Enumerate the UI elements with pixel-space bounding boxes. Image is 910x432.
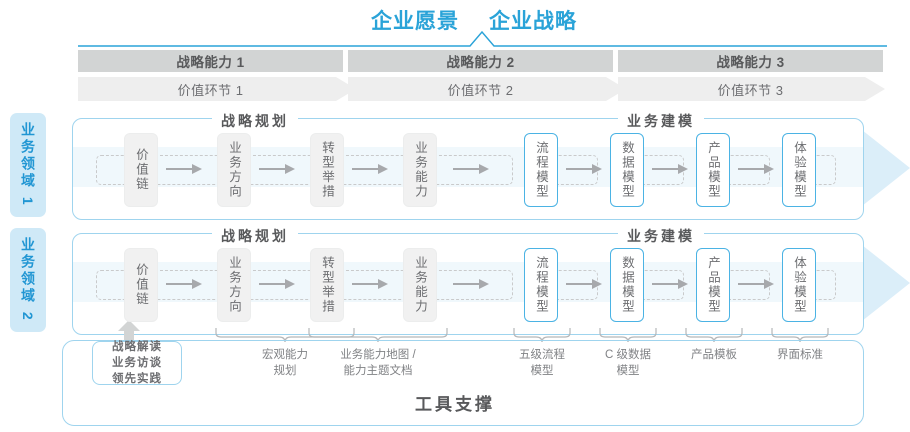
row-1-flow-arrow-3 [352,164,388,174]
deliverable-process-line-2: 模型 [530,364,554,377]
bracket-data-model [599,328,657,342]
vision-strategy-connector-line [78,30,887,47]
row-1-node-data-model[interactable]: 数据模型 [610,133,644,207]
row-2-modeling-caption: 业务建模 [618,226,704,246]
row-1-node-product-model[interactable]: 产品模型 [696,133,730,207]
deliverable-product-line-1: 产品模板 [691,349,737,361]
deliverable-ui-line-1: 界面标准 [777,349,823,361]
row-2-node-value-chain-label: 价值链 [134,263,148,307]
deliverable-label-process-model: 五级流程 模型 [492,348,592,379]
row-2-flow-arrow-6 [652,279,688,289]
value-chain-chevrons [78,77,885,101]
row-2-node-process-model-label: 流程模型 [534,256,548,314]
row-2-node-product-model[interactable]: 产品模型 [696,248,730,322]
capability-bar-1: 战略能力 1 [78,50,343,72]
value-chain-label-1: 价值环节 1 [177,82,244,98]
row-2-node-transformation-measures-label: 转型举措 [320,256,334,314]
row-2-flow-arrow-5 [566,279,602,289]
bracket-ui-standard [771,328,829,342]
row-1-planning-caption: 战略规划 [212,111,298,131]
bracket-product-template [685,328,743,342]
row-1-node-experience-model[interactable]: 体验模型 [782,133,816,207]
deliverable-macro-line-2: 规划 [273,364,297,377]
bracket-process-model [513,328,571,342]
row-1-node-transformation-measures-label: 转型举措 [320,141,334,199]
row-1-flow-arrow-4 [453,164,489,174]
deliverable-input-line-2: 业务访谈 [112,356,162,369]
bracket-capability-map [308,328,448,342]
row-2-node-data-model-label: 数据模型 [620,256,634,314]
row-1-node-product-model-label: 产品模型 [706,141,720,199]
row-2-node-experience-model-label: 体验模型 [792,256,806,314]
row-1-node-data-model-label: 数据模型 [620,141,634,199]
row-2-flow-arrow-1 [166,279,202,289]
deliverable-label-macro-capability: 宏观能力 规划 [225,348,345,379]
row-1-flow-arrow-5 [566,164,602,174]
deliverable-input-line-1: 战略解读 [112,340,162,353]
row-2-node-data-model[interactable]: 数据模型 [610,248,644,322]
row-2-planning-caption: 战略规划 [212,226,298,246]
business-domain-tab-1-label: 业务领域 1 [20,122,36,208]
deliverable-process-line-1: 五级流程 [519,349,565,361]
row-1-node-business-direction[interactable]: 业务方向 [217,133,251,207]
deliverable-data-line-1: C 级数据 [605,349,651,361]
row-2-node-product-model-label: 产品模型 [706,256,720,314]
row-1-flow-arrow-7 [738,164,774,174]
capability-bar-3: 战略能力 3 [618,50,883,72]
deliverable-input-line-3: 领先实践 [112,373,162,386]
row-2-node-business-direction-label: 业务方向 [227,256,241,314]
row-2-flow-arrow-3 [352,279,388,289]
capability-bar-2: 战略能力 2 [348,50,613,72]
row-1-node-experience-model-label: 体验模型 [792,141,806,199]
business-domain-tab-2-label: 业务领域 2 [20,237,36,323]
deliverable-map-line-1: 业务能力地图 / [340,349,416,361]
deliverable-label-data-model: C 级数据 模型 [578,348,678,379]
row-1-node-business-capability[interactable]: 业务能力 [403,133,437,207]
deliverable-input-box[interactable]: 战略解读 业务访谈 领先实践 [92,341,182,385]
row-1-node-business-capability-label: 业务能力 [413,141,427,199]
row-1-node-value-chain-label: 价值链 [134,148,148,192]
row-2-node-value-chain[interactable]: 价值链 [124,248,158,322]
business-domain-tab-2[interactable]: 业务领域 2 [10,228,46,332]
tool-support-title: 工具支撑 [415,395,495,414]
deliverable-label-ui-standard: 界面标准 [750,348,850,364]
enterprise-strategy-title: 企业战略 [489,10,577,33]
row-2-node-business-direction[interactable]: 业务方向 [217,248,251,322]
deliverable-data-line-2: 模型 [616,364,640,377]
row-1-flow-arrow-1 [166,164,202,174]
row-2-node-business-capability-label: 业务能力 [413,256,427,314]
input-up-arrow-icon [118,320,140,346]
deliverable-label-product-template: 产品模板 [664,348,764,364]
row-1-flow-arrow-2 [259,164,295,174]
row-1-node-business-direction-label: 业务方向 [227,141,241,199]
row-2-node-experience-model[interactable]: 体验模型 [782,248,816,322]
row-1-node-value-chain[interactable]: 价值链 [124,133,158,207]
value-chain-label-3: 价值环节 3 [717,82,784,98]
row-2-node-process-model[interactable]: 流程模型 [524,248,558,322]
row-1-node-transformation-measures[interactable]: 转型举措 [310,133,344,207]
row-2-flow-arrow-7 [738,279,774,289]
deliverable-label-capability-map: 业务能力地图 / 能力主题文档 [318,348,438,379]
row-2-flow-arrow-2 [259,279,295,289]
business-domain-tab-1[interactable]: 业务领域 1 [10,113,46,217]
tool-support-container [62,340,864,426]
row-2-node-transformation-measures[interactable]: 转型举措 [310,248,344,322]
row-1-node-process-model-label: 流程模型 [534,141,548,199]
deliverable-map-line-2: 能力主题文档 [343,364,413,377]
enterprise-vision-title: 企业愿景 [371,10,459,33]
row-2-flow-arrow-4 [453,279,489,289]
value-chain-label-2: 价值环节 2 [447,82,514,98]
row-1-node-process-model[interactable]: 流程模型 [524,133,558,207]
row-1-modeling-caption: 业务建模 [618,111,704,131]
row-1-flow-arrow-6 [652,164,688,174]
deliverable-macro-line-1: 宏观能力 [262,349,308,361]
row-2-node-business-capability[interactable]: 业务能力 [403,248,437,322]
